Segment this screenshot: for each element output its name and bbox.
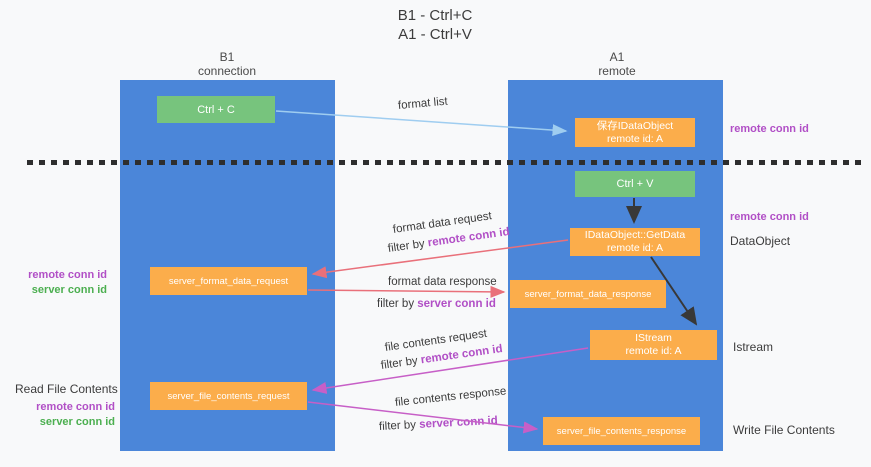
server-conn-id-key: server conn id	[417, 298, 496, 310]
annotation-group-file-ids: Read File Contents remote conn id server…	[15, 382, 118, 430]
filter-by-text: filter by	[378, 418, 420, 433]
label-file-contents-response-filter: filter by server conn id	[379, 415, 498, 433]
filter-by-text: filter by	[377, 298, 418, 310]
label-format-data-response-filter: filter by server conn id	[377, 298, 496, 310]
filter-by-text: filter by	[380, 354, 422, 372]
annotation-server-conn-id-left-file: server conn id	[39, 416, 115, 428]
node-istream: IStream remote id: A	[590, 330, 717, 360]
lane-b1-role: connection	[197, 64, 257, 78]
node-server-format-data-response: server_format_data_response	[510, 280, 666, 308]
node-ctrl-v: Ctrl + V	[575, 171, 695, 197]
lane-header-a1: A1 remote	[547, 50, 687, 78]
annotation-remote-conn-id-top: remote conn id	[730, 123, 809, 135]
label-format-list: format list	[397, 95, 449, 112]
node-server-file-contents-response: server_file_contents_response	[543, 417, 700, 445]
node-ctrl-c: Ctrl + C	[157, 96, 275, 123]
lane-a1-name: A1	[609, 50, 625, 64]
annotation-remote-conn-id-ctrlv: remote conn id	[730, 211, 809, 223]
node-ctrl-v-label: Ctrl + V	[616, 178, 654, 190]
arrow-format-data-response	[307, 285, 506, 298]
title-line-1: B1 - Ctrl+C	[397, 7, 473, 24]
node-idataobject-getdata: IDataObject::GetData remote id: A	[570, 228, 700, 256]
node-server-file-contents-request: server_file_contents_request	[150, 382, 307, 410]
node-format-request-label: server_format_data_request	[168, 275, 289, 287]
node-file-response-label: server_file_contents_response	[556, 425, 687, 437]
label-format-data-response: format data response	[388, 276, 497, 288]
node-format-response-label: server_format_data_response	[524, 288, 652, 300]
node-save-line1: 保存IDataObject	[596, 119, 674, 132]
node-save-line2: remote id: A	[606, 132, 664, 145]
annotation-remote-conn-id-left: remote conn id	[28, 269, 107, 281]
label-file-contents-response: file contents response	[394, 385, 507, 409]
node-server-format-data-request: server_format_data_request	[150, 267, 307, 295]
annotation-read-file-contents: Read File Contents	[15, 382, 118, 396]
node-istream-line1: IStream	[635, 332, 672, 344]
node-ctrl-c-label: Ctrl + C	[197, 103, 235, 116]
node-save-idataobject: 保存IDataObject remote id: A	[575, 118, 695, 147]
node-getdata-line1: IDataObject::GetData	[584, 229, 686, 241]
annotation-remote-conn-id-left-file: remote conn id	[36, 401, 115, 413]
lane-b1-name: B1	[219, 50, 235, 64]
lane-a1-role: remote	[598, 64, 636, 78]
annotation-write-file-contents: Write File Contents	[733, 423, 835, 437]
filter-by-text: filter by	[387, 237, 429, 255]
phase-separator-dashed-line	[27, 160, 865, 165]
annotation-istream: Istream	[733, 340, 774, 354]
diagram-title: B1 - Ctrl+C A1 - Ctrl+V	[340, 6, 530, 44]
annotation-dataobject: DataObject	[730, 234, 791, 248]
node-getdata-line2: remote id: A	[606, 242, 664, 254]
node-file-request-label: server_file_contents_request	[167, 390, 290, 402]
lane-header-b1: B1 connection	[157, 50, 297, 78]
title-line-2: A1 - Ctrl+V	[398, 26, 472, 43]
annotation-server-conn-id-left: server conn id	[31, 284, 107, 296]
node-istream-line2: remote id: A	[625, 345, 682, 357]
annotation-group-format-ids: remote conn id server conn id	[15, 268, 107, 298]
server-conn-id-key: server conn id	[418, 414, 499, 431]
